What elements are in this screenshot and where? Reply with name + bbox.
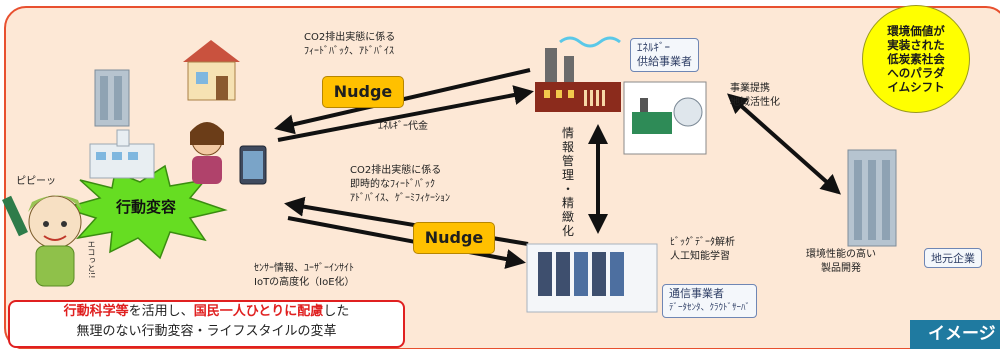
- note-mid: を活用し、: [128, 304, 194, 319]
- paradigm-shift-text: 環境価値が 実装された 低炭素社会 へのパラダ イムシフト: [887, 24, 945, 94]
- arrow-sensor-info: [287, 216, 526, 269]
- behavior-science-note: 行動科学等を活用し、国民一人ひとりに配慮した 無理のない行動変容・ライフスタイル…: [8, 300, 405, 348]
- co2-feedback-label: CO2排出実態に係る ﾌｨｰﾄﾞﾊﾞｯｸ、ｱﾄﾞﾊﾞｲｽ: [304, 32, 396, 57]
- arrow-feedback-to-home: [274, 68, 531, 135]
- behavior-change-starburst: [61, 164, 228, 260]
- high-performance-label: 環境性能の高い 製品開発: [806, 249, 876, 274]
- arrow-business-partner: [727, 93, 841, 195]
- gas-tank-icon: [623, 81, 707, 155]
- smartphone-icon: [239, 145, 267, 185]
- business-partner-label: 事業提携 地域活性化: [730, 83, 780, 108]
- note-line-1: 行動科学等を活用し、国民一人ひとりに配慮した: [10, 302, 403, 322]
- character-badge: エコっと!!: [87, 240, 96, 279]
- note-red-1: 行動科学等: [63, 304, 129, 319]
- eco-character-icon: [2, 195, 82, 287]
- realtime-feedback-label: CO2排出実態に係る 即時的なﾌｨｰﾄﾞﾊﾞｯｸ ｱﾄﾞﾊﾞｲｽ、ｹﾞｰﾐﾌｨｹ…: [350, 165, 450, 204]
- energy-supplier-box: ｴﾈﾙｷﾞｰ 供給事業者: [630, 38, 699, 72]
- energy-fee-label: ｴﾈﾙｷﾞｰ代金: [378, 121, 428, 132]
- arrow-fee-to-supplier: [277, 85, 534, 142]
- paradigm-shift-bubble: 環境価値が 実装された 低炭素社会 へのパラダ イムシフト: [862, 5, 970, 113]
- telecom-subtitle: ﾃﾞｰﾀｾﾝﾀ、ｸﾗｳﾄﾞｻｰﾊﾞ: [669, 303, 751, 313]
- bigdata-label: ﾋﾞｯｸﾞﾃﾞｰﾀ解析 人工知能学習: [670, 237, 735, 262]
- factory-icon: [535, 36, 621, 112]
- note-line-2: 無理のない行動変容・ライフスタイルの変革: [76, 324, 337, 339]
- info-management-label: 情 報 管 理 ・ 精 緻 化: [561, 126, 574, 238]
- character-speech: ピピーッ: [16, 176, 56, 187]
- telecom-title: 通信事業者: [669, 287, 724, 300]
- local-company-box: 地元企業: [924, 248, 982, 268]
- nudge-badge-top: Nudge: [322, 76, 404, 108]
- school-building-icon: [89, 129, 155, 179]
- telecom-box: 通信事業者 ﾃﾞｰﾀｾﾝﾀ、ｸﾗｳﾄﾞｻｰﾊﾞ: [662, 284, 758, 318]
- image-tag: イメージ: [910, 320, 1000, 349]
- note-red-2: 国民一人ひとりに配慮: [193, 304, 324, 319]
- note-end: した: [323, 304, 350, 319]
- company-building-icon: [847, 149, 897, 247]
- sensor-info-label: ｾﾝｻｰ情報、ﾕｰｻﾞｰｲﾝｻｲﾄ IoTの高度化（IoE化）: [254, 263, 355, 288]
- house-icon: [183, 40, 240, 101]
- woman-person-icon: [190, 122, 224, 184]
- behavior-change-label: 行動変容: [116, 198, 177, 216]
- nudge-badge-bottom: Nudge: [413, 222, 495, 254]
- data-center-icon: [526, 243, 658, 313]
- office-building-icon: [94, 69, 130, 127]
